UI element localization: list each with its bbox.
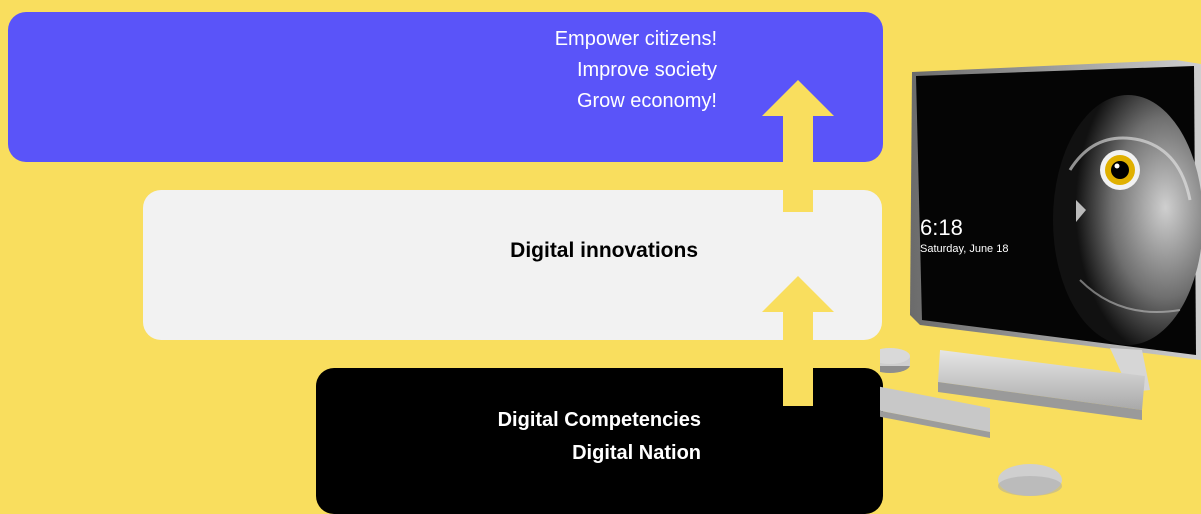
keyboard bbox=[880, 386, 990, 432]
goal-lines: Empower citizens! Improve society Grow e… bbox=[555, 24, 717, 117]
clock-time: 6:18 bbox=[920, 215, 963, 240]
arrow-up-icon-lower bbox=[762, 276, 834, 406]
clock-date: Saturday, June 18 bbox=[920, 243, 1008, 255]
goal-line-grow: Grow economy! bbox=[576, 90, 717, 112]
goal-line-improve: Improve society bbox=[576, 59, 717, 81]
innovations-label: Digital innovations bbox=[510, 239, 698, 262]
foundation-line-nation: Digital Nation bbox=[572, 442, 701, 464]
owl-image bbox=[1053, 95, 1201, 345]
innovations-box: Digital innovations bbox=[143, 190, 882, 340]
goal-line-empower: Empower citizens! bbox=[554, 28, 717, 50]
goal-box: Empower citizens! Improve society Grow e… bbox=[8, 12, 883, 162]
foundation-lines: Digital Competencies Digital Nation bbox=[498, 404, 701, 470]
arrow-up-icon-upper bbox=[762, 80, 834, 212]
desktop-computer-image: 6:18 Saturday, June 18 bbox=[880, 60, 1201, 496]
foundation-line-competencies: Digital Competencies bbox=[497, 409, 701, 431]
computer-base bbox=[938, 350, 1145, 410]
